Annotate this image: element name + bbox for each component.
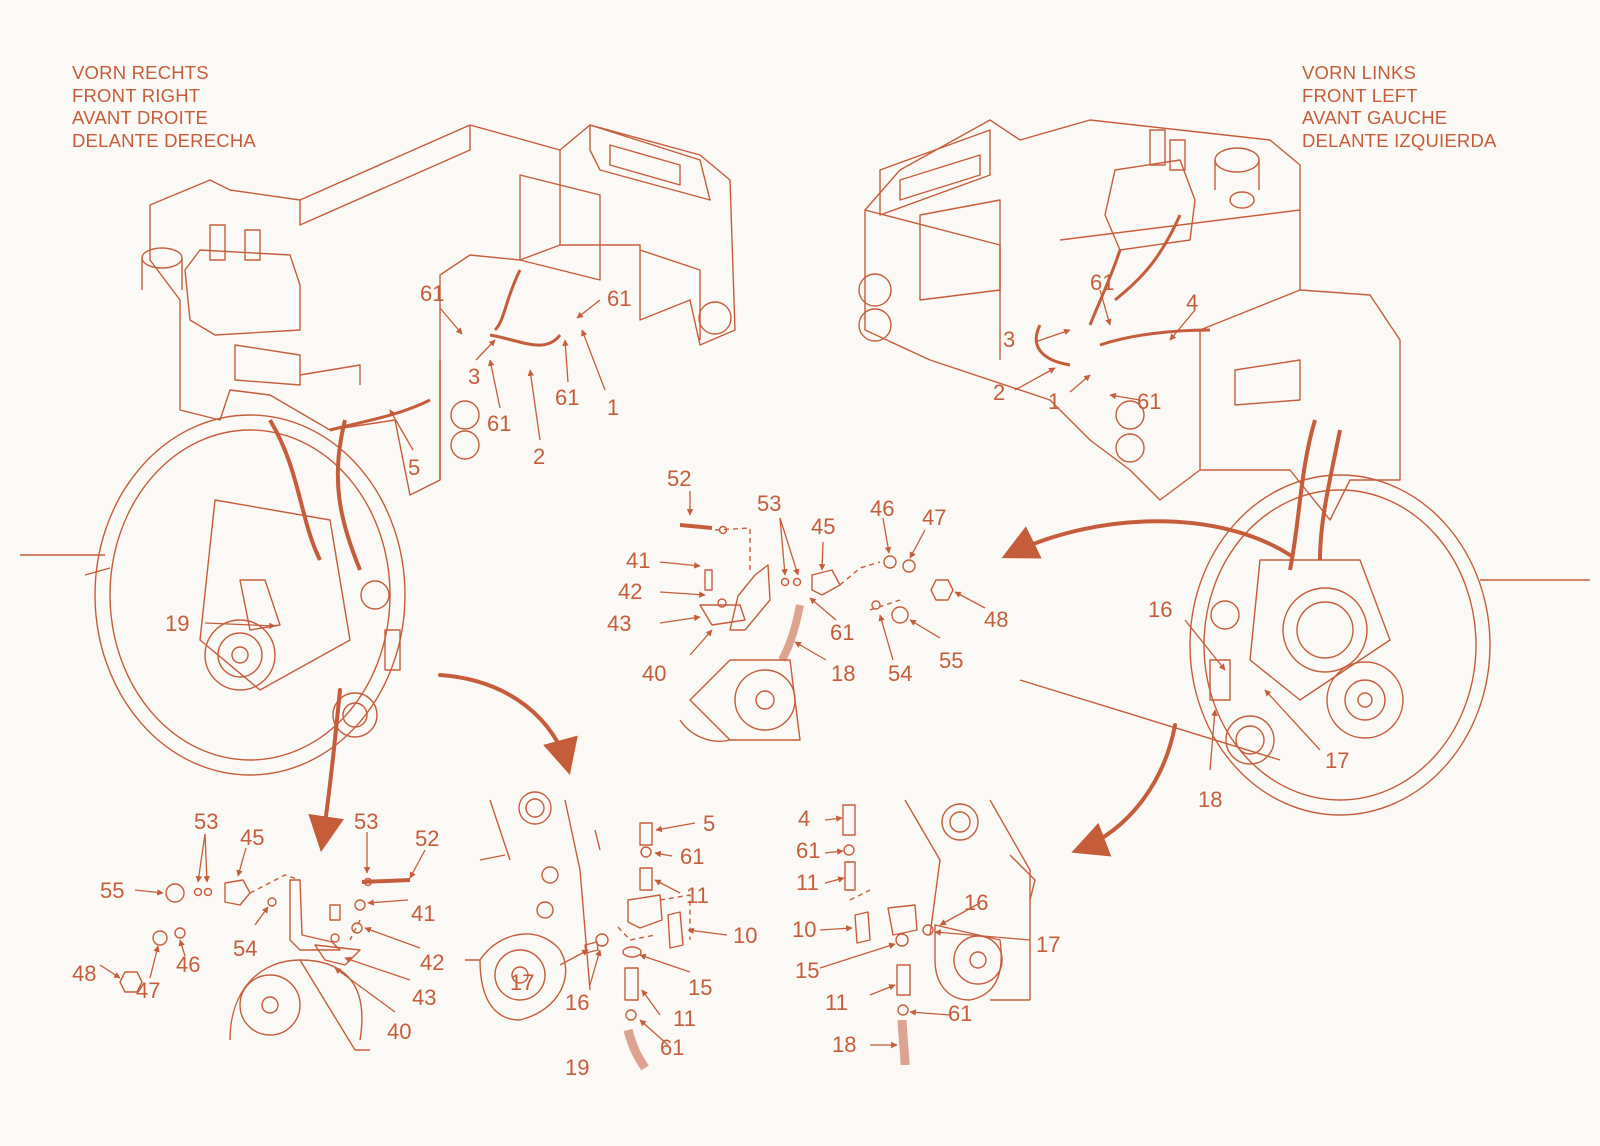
- caption-front-left: VORN LINKS FRONT LEFT AVANT GAUCHE DELAN…: [1302, 62, 1497, 152]
- callout-label: 54: [233, 936, 257, 961]
- pointer-arrows: [308, 519, 1292, 857]
- callout-label: 53: [194, 809, 218, 834]
- callout-label: 16: [565, 990, 589, 1015]
- callout-label: 11: [825, 990, 848, 1015]
- callout-label: 46: [870, 496, 894, 521]
- bracket-detail-center: [679, 523, 954, 742]
- callout-label: 42: [618, 579, 642, 604]
- callout-label: 52: [415, 826, 439, 851]
- callout-label: 5: [703, 811, 715, 836]
- callout-label: 10: [792, 917, 816, 942]
- callout-label: 16: [1148, 597, 1172, 622]
- bracket-detail-bottom-left: [119, 874, 411, 1051]
- caption-front-right: VORN RECHTS FRONT RIGHT AVANT DROITE DEL…: [72, 62, 256, 152]
- callout-label: 2: [993, 380, 1005, 405]
- callout-label: 3: [468, 364, 480, 389]
- callout-label: 61: [420, 281, 444, 306]
- hose-detail-left-side-callouts: 4 61 11 10 16 15 17 11 61 18: [792, 806, 1060, 1057]
- callout-label: 61: [555, 385, 579, 410]
- front-left-view: [858, 119, 1590, 816]
- callout-label: 17: [1036, 932, 1060, 957]
- callout-label: 61: [796, 838, 820, 863]
- callout-label: 53: [757, 491, 781, 516]
- callout-label: 61: [948, 1001, 972, 1026]
- callout-label: 61: [607, 286, 631, 311]
- callout-label: 61: [1090, 270, 1114, 295]
- caption-line: FRONT RIGHT: [72, 84, 201, 106]
- callout-label: 55: [939, 648, 963, 673]
- front-right-callouts: 61 61 3 61 61 1 2 5 19: [165, 281, 631, 636]
- callout-label: 18: [1198, 787, 1222, 812]
- callout-label: 3: [1003, 327, 1015, 352]
- callout-label: 54: [888, 661, 912, 686]
- callout-label: 4: [1186, 290, 1198, 315]
- callout-label: 61: [487, 411, 511, 436]
- callout-label: 52: [667, 466, 691, 491]
- callout-label: 5: [408, 455, 420, 480]
- callout-label: 11: [686, 883, 709, 908]
- callout-label: 1: [607, 395, 619, 420]
- callout-label: 61: [660, 1035, 684, 1060]
- callout-label: 1: [1048, 389, 1060, 414]
- callout-label: 2: [533, 444, 545, 469]
- callout-label: 55: [100, 878, 124, 903]
- callout-label: 47: [136, 978, 160, 1003]
- caption-line: VORN RECHTS: [72, 62, 209, 83]
- front-right-view: [20, 124, 736, 776]
- callout-label: 41: [626, 548, 650, 573]
- caption-line: DELANTE IZQUIERDA: [1302, 129, 1497, 151]
- callout-label: 10: [733, 923, 757, 948]
- callout-label: 61: [680, 844, 704, 869]
- bracket-detail-center-callouts: 52 53 45 46 47 41 42 43 61 48 54 55 40 1…: [607, 466, 1008, 686]
- callout-label: 41: [411, 901, 435, 926]
- caption-line: AVANT GAUCHE: [1302, 107, 1448, 128]
- callout-label: 61: [1137, 389, 1161, 414]
- callout-label: 48: [984, 607, 1008, 632]
- callout-label: 40: [642, 661, 666, 686]
- callout-label: 19: [565, 1055, 589, 1080]
- callout-label: 19: [165, 611, 189, 636]
- callout-label: 46: [176, 952, 200, 977]
- hose-detail-right-side: [465, 791, 691, 1071]
- callout-label: 18: [831, 661, 855, 686]
- callout-label: 11: [673, 1006, 696, 1031]
- callout-label: 47: [922, 505, 946, 530]
- callout-label: 48: [72, 961, 96, 986]
- callout-label: 17: [510, 970, 534, 995]
- caption-line: DELANTE DERECHA: [72, 129, 256, 151]
- callout-label: 42: [420, 950, 444, 975]
- callout-label: 43: [607, 611, 631, 636]
- callout-label: 15: [688, 975, 712, 1000]
- callout-label: 43: [412, 985, 436, 1010]
- callout-label: 4: [798, 806, 810, 831]
- callout-label: 16: [964, 890, 988, 915]
- callout-label: 45: [240, 825, 264, 850]
- callout-label: 15: [795, 958, 819, 983]
- bracket-detail-bottom-left-callouts: 53 45 53 52 55 41 54 42 48 47 46 43 40: [72, 809, 444, 1044]
- hose-detail-right-side-callouts: 5 61 11 10 17 16 15 11 61 19: [510, 811, 757, 1080]
- callout-label: 40: [387, 1019, 411, 1044]
- callout-label: 18: [832, 1032, 856, 1057]
- caption-line: AVANT DROITE: [72, 107, 209, 128]
- callout-label: 11: [796, 870, 819, 895]
- callout-label: 61: [830, 620, 854, 645]
- callout-label: 53: [354, 809, 378, 834]
- front-left-callouts: 61 4 3 2 1 61 16 17 18: [993, 270, 1349, 812]
- caption-line: FRONT LEFT: [1302, 84, 1418, 106]
- callout-label: 45: [811, 514, 835, 539]
- callout-label: 17: [1325, 748, 1349, 773]
- caption-line: VORN LINKS: [1302, 62, 1417, 83]
